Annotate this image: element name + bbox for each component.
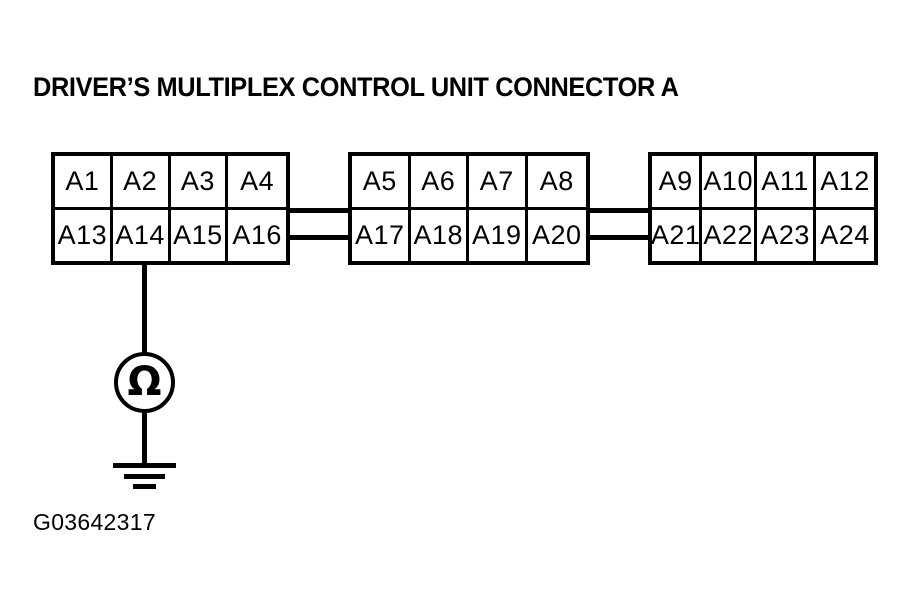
connector-block-left-top-row: A1 A2 A3 A4 [55, 156, 286, 210]
pin-cell-a1: A1 [55, 156, 113, 207]
pin-cell-a18: A18 [411, 210, 469, 261]
connector-block-right: A9 A10 A11 A12 A21 A22 A23 A24 [648, 152, 878, 265]
figure-id-label: G03642317 [33, 509, 156, 535]
pin-cell-a2: A2 [113, 156, 171, 207]
bus-line-middle-to-right-upper [587, 208, 651, 213]
bus-line-left-to-middle-lower [287, 235, 351, 240]
pin-cell-a24: A24 [820, 220, 870, 250]
page-title: DRIVER’S MULTIPLEX CONTROL UNIT CONNECTO… [33, 72, 679, 102]
pin-cell-a19: A19 [469, 210, 528, 261]
connector-block-middle-top-row: A5 A6 A7 A8 [352, 156, 586, 210]
pin-cell-a6: A6 [411, 156, 469, 207]
ground-icon-bar-1 [113, 463, 176, 468]
pin-cell-a9: A9 [652, 156, 703, 207]
bus-line-left-to-middle-upper [287, 208, 351, 213]
bus-line-middle-to-right-lower [587, 235, 651, 240]
pin-cell-a20: A20 [531, 220, 582, 250]
ground-lead-wire [142, 411, 147, 466]
pin-cell-a14: A14 [113, 210, 171, 261]
ohmmeter-icon: Ω [114, 352, 175, 413]
pin-cell-a22: A22 [702, 210, 758, 261]
pin-cell-a11: A11 [757, 156, 817, 207]
pin-cell-a12: A12 [820, 166, 870, 196]
pin-cell-a7: A7 [469, 156, 528, 207]
connector-block-right-bottom-row: A21 A22 A23 A24 [652, 210, 874, 261]
probe-lead-wire [142, 263, 147, 355]
ground-icon-bar-3 [133, 484, 156, 489]
connector-block-left: A1 A2 A3 A4 A13 A14 A15 A16 [51, 152, 290, 265]
connector-block-middle: A5 A6 A7 A8 A17 A18 A19 A20 [348, 152, 590, 265]
pin-cell-a23: A23 [757, 210, 817, 261]
pin-cell-a5: A5 [352, 156, 411, 207]
connector-block-left-bottom-row: A13 A14 A15 A16 [55, 210, 286, 261]
pin-cell-a21: A21 [652, 210, 703, 261]
pin-cell-a13: A13 [55, 210, 113, 261]
connector-block-middle-bottom-row: A17 A18 A19 A20 [352, 210, 586, 261]
omega-symbol: Ω [127, 359, 162, 405]
pin-cell-a10: A10 [702, 156, 758, 207]
pin-cell-a3: A3 [171, 156, 229, 207]
pin-cell-a8: A8 [539, 166, 574, 196]
pin-cell-a4: A4 [240, 166, 275, 196]
connector-block-right-top-row: A9 A10 A11 A12 [652, 156, 874, 210]
pin-cell-a16: A16 [232, 220, 282, 250]
ground-icon-bar-2 [124, 474, 165, 479]
pin-cell-a15: A15 [171, 210, 229, 261]
pin-cell-a17: A17 [352, 210, 411, 261]
